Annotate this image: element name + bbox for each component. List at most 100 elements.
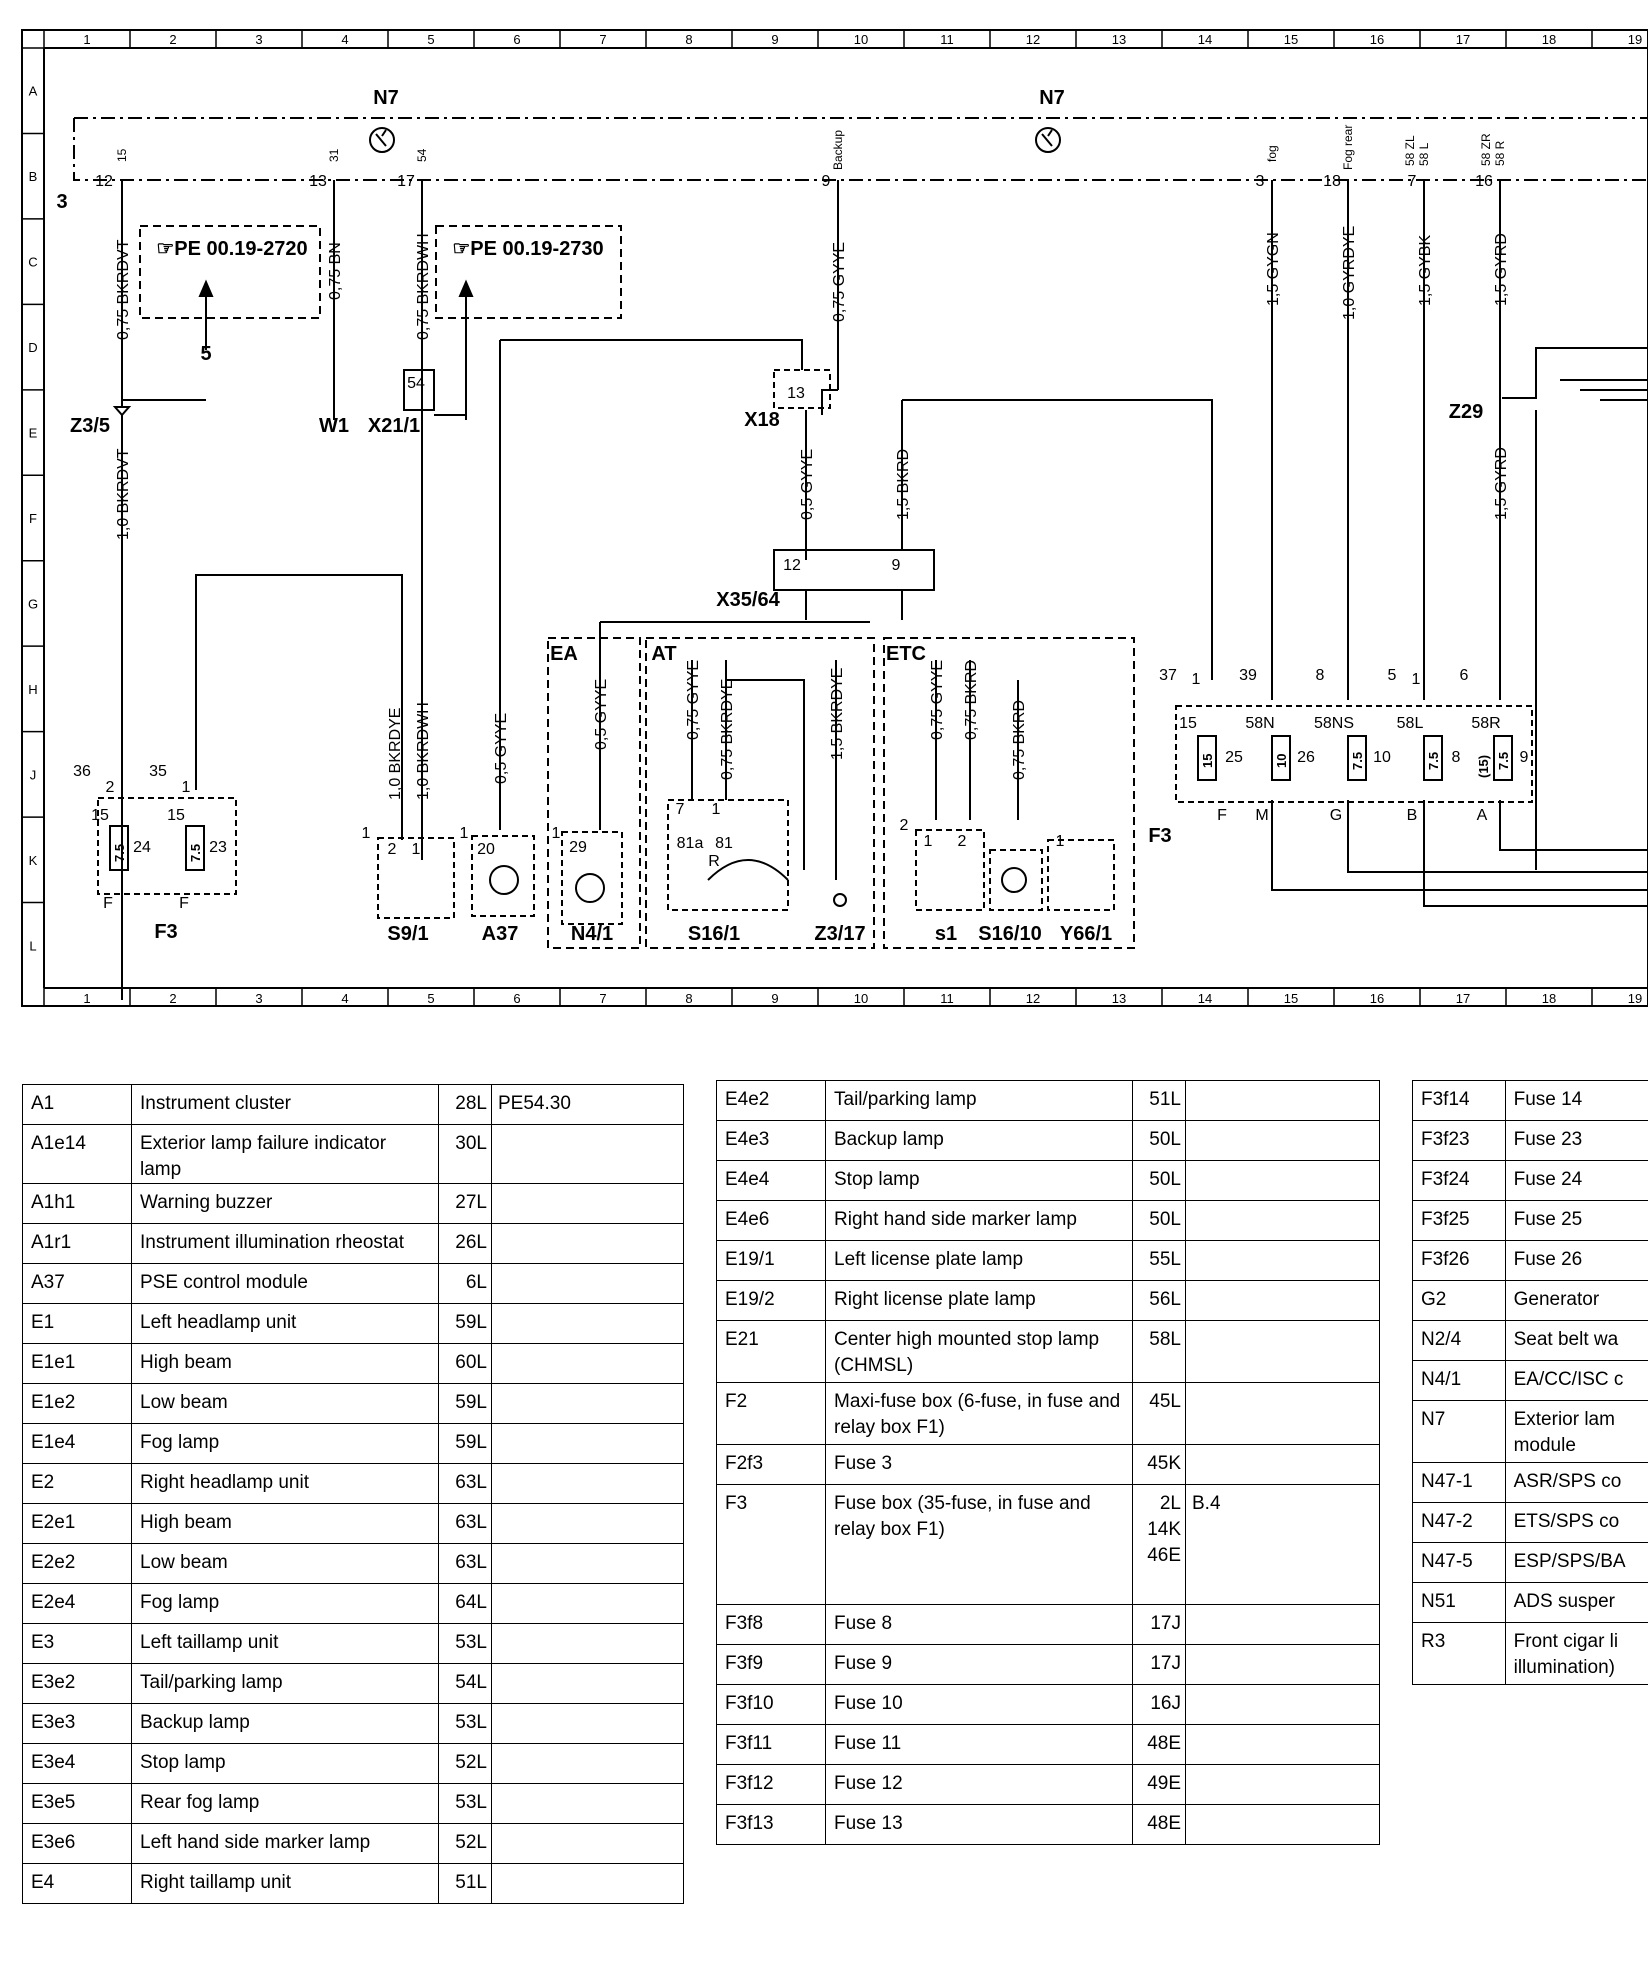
wire-label-6: 0,5 GYYE xyxy=(799,449,816,520)
grid-row-label: L xyxy=(29,938,36,953)
etc-pin-2b: 2 xyxy=(958,833,967,850)
grid-col-label-bottom: 3 xyxy=(255,991,262,1006)
cell-desc: Low beam xyxy=(131,1383,439,1424)
diagram-frame xyxy=(21,29,1648,1007)
cell-desc: Fog lamp xyxy=(131,1423,439,1464)
cell-desc: Fuse 25 xyxy=(1504,1200,1648,1241)
cell-ref: B.4 xyxy=(1185,1484,1380,1605)
cell-code: F3f9 xyxy=(716,1644,826,1685)
wire-label-16: 0,5 GYYE xyxy=(593,679,610,750)
grid-col-label-top: 6 xyxy=(513,32,520,47)
cell-loc: 28L xyxy=(438,1084,492,1125)
cell-code: N2/4 xyxy=(1412,1320,1506,1361)
wire-label-3: 0,75 BN xyxy=(327,242,344,300)
cell-code: E4e4 xyxy=(716,1160,826,1201)
fuse-rating-3: 15 xyxy=(1200,754,1215,768)
grid-col-label-top: 2 xyxy=(169,32,176,47)
r-pin-10: 10 xyxy=(1373,749,1391,766)
grid-col-label-top: 18 xyxy=(1542,32,1556,47)
node-3-label: 3 xyxy=(56,191,67,213)
pin-13: 13 xyxy=(309,173,327,190)
wiring-diagram: N7 N7 ☞PE 00.19-2720 ☞PE 00.19-2730 5 Z3… xyxy=(21,29,1648,1007)
cell-loc: 60L xyxy=(438,1343,492,1384)
fuse-rating-2: 7.5 xyxy=(188,844,203,862)
cell-ref xyxy=(1185,1724,1380,1765)
cell-code: E1e2 xyxy=(22,1383,132,1424)
cell-desc: Fuse 9 xyxy=(825,1644,1133,1685)
cell-desc: Left license plate lamp xyxy=(825,1240,1133,1281)
f3-pin-35: 35 xyxy=(149,763,167,780)
cell-ref xyxy=(1185,1320,1380,1383)
n4-1-label: N4/1 xyxy=(571,923,613,945)
grid-row-label: C xyxy=(28,255,37,270)
cell-code: E3e2 xyxy=(22,1663,132,1704)
cell-desc: Tail/parking lamp xyxy=(131,1663,439,1704)
w1-label: W1 xyxy=(319,415,349,437)
grid-col-label-bottom: 6 xyxy=(513,991,520,1006)
cell-desc: Seat belt wa xyxy=(1504,1320,1648,1361)
grid-col-label-bottom: 18 xyxy=(1542,991,1556,1006)
grid-col-label-top: 10 xyxy=(854,32,868,47)
grid-row-label: E xyxy=(29,426,38,441)
cell-desc: Fuse 8 xyxy=(825,1604,1133,1645)
cell-desc: Exterior lam module xyxy=(1504,1400,1648,1463)
cell-code: N4/1 xyxy=(1412,1360,1506,1401)
r-pin-25: 25 xyxy=(1225,749,1243,766)
pin-9: 9 xyxy=(822,173,831,190)
cell-loc: 63L xyxy=(438,1463,492,1504)
grid-col-label-bottom: 13 xyxy=(1112,991,1126,1006)
cell-ref xyxy=(1185,1240,1380,1281)
grid-col-label-bottom: 12 xyxy=(1026,991,1040,1006)
r-pin-8: 8 xyxy=(1316,667,1325,684)
cell-desc: Fuse 3 xyxy=(825,1444,1133,1485)
r-pin-5: 5 xyxy=(1388,667,1397,684)
cell-desc: High beam xyxy=(131,1503,439,1544)
cell-code: F3f26 xyxy=(1412,1240,1506,1281)
grid-col-label-top: 7 xyxy=(599,32,606,47)
terminal-58r: 58 R xyxy=(1493,140,1507,166)
cell-code: F3f11 xyxy=(716,1724,826,1765)
r-pin-a: A xyxy=(1477,807,1488,824)
s1-label: s1 xyxy=(935,923,957,945)
cell-code: F3f10 xyxy=(716,1684,826,1725)
grid-row-label: H xyxy=(28,682,37,697)
s9-pin-2: 2 xyxy=(388,841,397,858)
cell-code: N51 xyxy=(1412,1582,1506,1623)
cell-desc: Maxi-fuse box (6-fuse, in fuse and relay… xyxy=(825,1382,1133,1445)
cell-loc: 59L xyxy=(438,1383,492,1424)
fuse-rating-5: 7.5 xyxy=(1350,752,1365,770)
r-pin-g: G xyxy=(1330,807,1342,824)
cell-ref: PE54.30 xyxy=(491,1084,684,1125)
s16-pin-81a: 81a xyxy=(677,835,704,852)
x35-pin-9: 9 xyxy=(892,557,901,574)
wire-label-9: 1,0 GYRDYE xyxy=(1341,226,1358,320)
terminal-58l: 58 L xyxy=(1417,142,1431,166)
cell-loc: 2L 14K 46E xyxy=(1132,1484,1186,1605)
etc-label: ETC xyxy=(886,643,926,665)
cell-code: E4e2 xyxy=(716,1080,826,1121)
cell-loc: 52L xyxy=(438,1743,492,1784)
cell-ref xyxy=(491,1223,684,1264)
cell-desc: Tail/parking lamp xyxy=(825,1080,1133,1121)
cell-desc: Fog lamp xyxy=(131,1583,439,1624)
cell-ref xyxy=(1185,1200,1380,1241)
wire-label-1: 0,75 BKRDVT xyxy=(115,239,132,340)
cell-code: E19/1 xyxy=(716,1240,826,1281)
grid-col-label-bottom: 10 xyxy=(854,991,868,1006)
cell-loc: 64L xyxy=(438,1583,492,1624)
wire-label-13: 1,0 BKRDYE xyxy=(387,708,404,800)
cell-desc: Backup lamp xyxy=(825,1120,1133,1161)
wire-label-5: 0,75 GYYE xyxy=(831,242,848,322)
